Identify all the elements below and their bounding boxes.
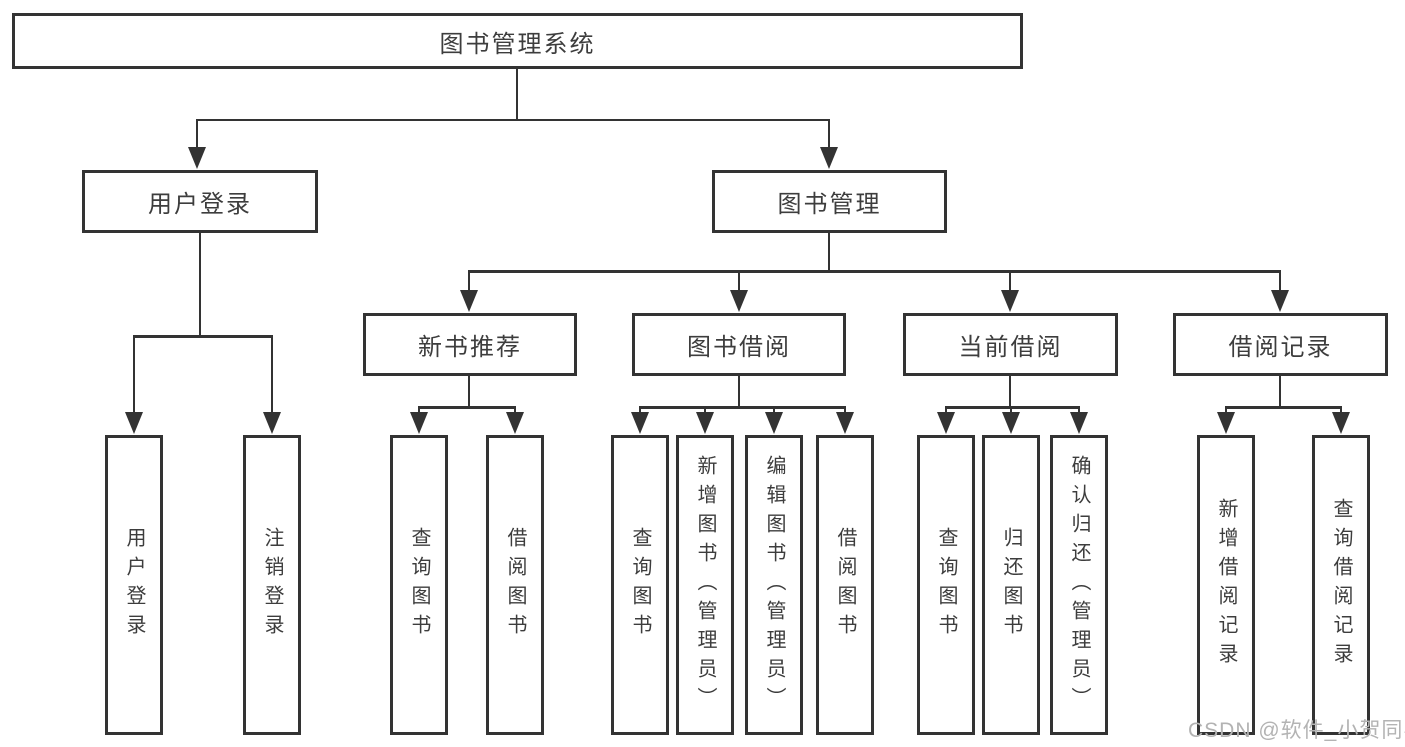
connector-newrec-bar bbox=[418, 406, 516, 409]
node-user-login-label: 用户登录 bbox=[148, 191, 252, 218]
node-book-borrow-label: 图书借阅 bbox=[687, 334, 791, 361]
leaf-edit-books-admin-label: 编辑图书（管理员） bbox=[763, 454, 785, 716]
connector-drop-current bbox=[1009, 270, 1011, 292]
leaf-borrow-books-recommend: 借阅图书 bbox=[486, 435, 544, 735]
arrow-g3b bbox=[696, 412, 714, 434]
leaf-query-books-recommend-label: 查询图书 bbox=[408, 527, 430, 643]
connector-drop-g4a bbox=[945, 406, 947, 414]
connector-root-stem bbox=[516, 69, 518, 119]
connector-drop-borrow bbox=[738, 270, 740, 292]
arrow-g4b bbox=[1002, 412, 1020, 434]
connector-current-bar bbox=[945, 406, 1080, 409]
leaf-query-books-current: 查询图书 bbox=[917, 435, 975, 735]
leaf-return-books-label: 归还图书 bbox=[1000, 527, 1022, 643]
connector-level2-bar bbox=[468, 270, 1281, 273]
leaf-add-borrow-record: 新增借阅记录 bbox=[1197, 435, 1255, 735]
arrow-g2b bbox=[506, 412, 524, 434]
connector-current-stem bbox=[1009, 376, 1011, 408]
leaf-edit-books-admin: 编辑图书（管理员） bbox=[745, 435, 803, 735]
connector-drop-g4b bbox=[1010, 406, 1012, 414]
node-new-book-recommend: 新书推荐 bbox=[363, 313, 577, 376]
leaf-confirm-return-admin: 确认归还（管理员） bbox=[1050, 435, 1108, 735]
connector-drop-g3d bbox=[844, 406, 846, 414]
leaf-user-login-label: 用户登录 bbox=[123, 527, 145, 643]
connector-drop-g5b bbox=[1340, 406, 1342, 414]
arrow-book-mgmt bbox=[820, 147, 838, 169]
connector-userlogin-stem bbox=[199, 233, 201, 337]
connector-drop-g3c bbox=[773, 406, 775, 414]
leaf-borrow-books-label: 借阅图书 bbox=[834, 527, 856, 643]
arrow-leaf-logout bbox=[263, 412, 281, 434]
node-current-borrow-label: 当前借阅 bbox=[958, 334, 1063, 361]
node-library-system-label: 图书管理系统 bbox=[439, 30, 596, 58]
arrow-leaf-login bbox=[125, 412, 143, 434]
leaf-confirm-return-admin-label: 确认归还（管理员） bbox=[1068, 454, 1090, 716]
csdn-watermark: CSDN @软件_小贺同学 bbox=[1188, 719, 1405, 742]
node-current-borrow: 当前借阅 bbox=[903, 313, 1118, 376]
leaf-query-borrow-record: 查询借阅记录 bbox=[1312, 435, 1370, 735]
node-book-borrow: 图书借阅 bbox=[632, 313, 846, 376]
leaf-borrow-books: 借阅图书 bbox=[816, 435, 874, 735]
node-borrow-records: 借阅记录 bbox=[1173, 313, 1388, 376]
connector-bookmgmt-stem bbox=[828, 233, 830, 272]
arrow-g5b bbox=[1332, 412, 1350, 434]
leaf-query-books-recommend: 查询图书 bbox=[390, 435, 448, 735]
leaf-add-books-admin: 新增图书（管理员） bbox=[676, 435, 734, 735]
node-book-management: 图书管理 bbox=[712, 170, 947, 233]
connector-drop-g3a bbox=[639, 406, 641, 414]
leaf-borrow-books-recommend-label: 借阅图书 bbox=[504, 527, 526, 643]
connector-drop-g2b bbox=[514, 406, 516, 414]
node-library-system: 图书管理系统 bbox=[12, 13, 1023, 69]
connector-drop-records bbox=[1279, 270, 1281, 292]
arrow-g3d bbox=[836, 412, 854, 434]
leaf-add-books-admin-label: 新增图书（管理员） bbox=[694, 454, 716, 716]
connector-drop-leaf-logout bbox=[271, 335, 273, 415]
node-user-login: 用户登录 bbox=[82, 170, 318, 233]
arrow-borrow bbox=[730, 290, 748, 312]
leaf-logout: 注销登录 bbox=[243, 435, 301, 735]
leaf-query-borrow-record-label: 查询借阅记录 bbox=[1330, 498, 1352, 672]
leaf-query-books-borrow-label: 查询图书 bbox=[629, 527, 651, 643]
connector-drop-g2a bbox=[418, 406, 420, 414]
arrow-current bbox=[1001, 290, 1019, 312]
arrow-user-login bbox=[188, 147, 206, 169]
arrow-g5a bbox=[1217, 412, 1235, 434]
arrow-g4a bbox=[937, 412, 955, 434]
connector-borrow-stem bbox=[738, 376, 740, 408]
arrow-g3a bbox=[631, 412, 649, 434]
arrow-g3c bbox=[765, 412, 783, 434]
leaf-add-borrow-record-label: 新增借阅记录 bbox=[1215, 498, 1237, 672]
connector-drop-leaf-login bbox=[133, 335, 135, 415]
connector-records-stem bbox=[1279, 376, 1281, 408]
connector-newrec-stem bbox=[468, 376, 470, 408]
connector-userlogin-bar bbox=[133, 335, 273, 338]
connector-drop-book-mgmt bbox=[828, 119, 830, 149]
leaf-logout-label: 注销登录 bbox=[261, 527, 283, 643]
node-new-book-recommend-label: 新书推荐 bbox=[418, 334, 522, 361]
leaf-query-books-borrow: 查询图书 bbox=[611, 435, 669, 735]
connector-drop-g5a bbox=[1225, 406, 1227, 414]
connector-borrow-bar bbox=[639, 406, 846, 409]
arrow-g4c bbox=[1070, 412, 1088, 434]
connector-records-bar bbox=[1225, 406, 1342, 409]
node-book-management-label: 图书管理 bbox=[777, 191, 882, 218]
connector-level1-bar bbox=[196, 119, 830, 121]
arrow-g2a bbox=[410, 412, 428, 434]
connector-drop-g4c bbox=[1078, 406, 1080, 414]
connector-drop-newrec bbox=[468, 270, 470, 292]
leaf-query-books-current-label: 查询图书 bbox=[935, 527, 957, 643]
arrow-newrec bbox=[460, 290, 478, 312]
connector-drop-user-login bbox=[196, 119, 198, 149]
arrow-records bbox=[1271, 290, 1289, 312]
connector-drop-g3b bbox=[704, 406, 706, 414]
node-borrow-records-label: 借阅记录 bbox=[1228, 334, 1333, 361]
leaf-user-login: 用户登录 bbox=[105, 435, 163, 735]
leaf-return-books: 归还图书 bbox=[982, 435, 1040, 735]
